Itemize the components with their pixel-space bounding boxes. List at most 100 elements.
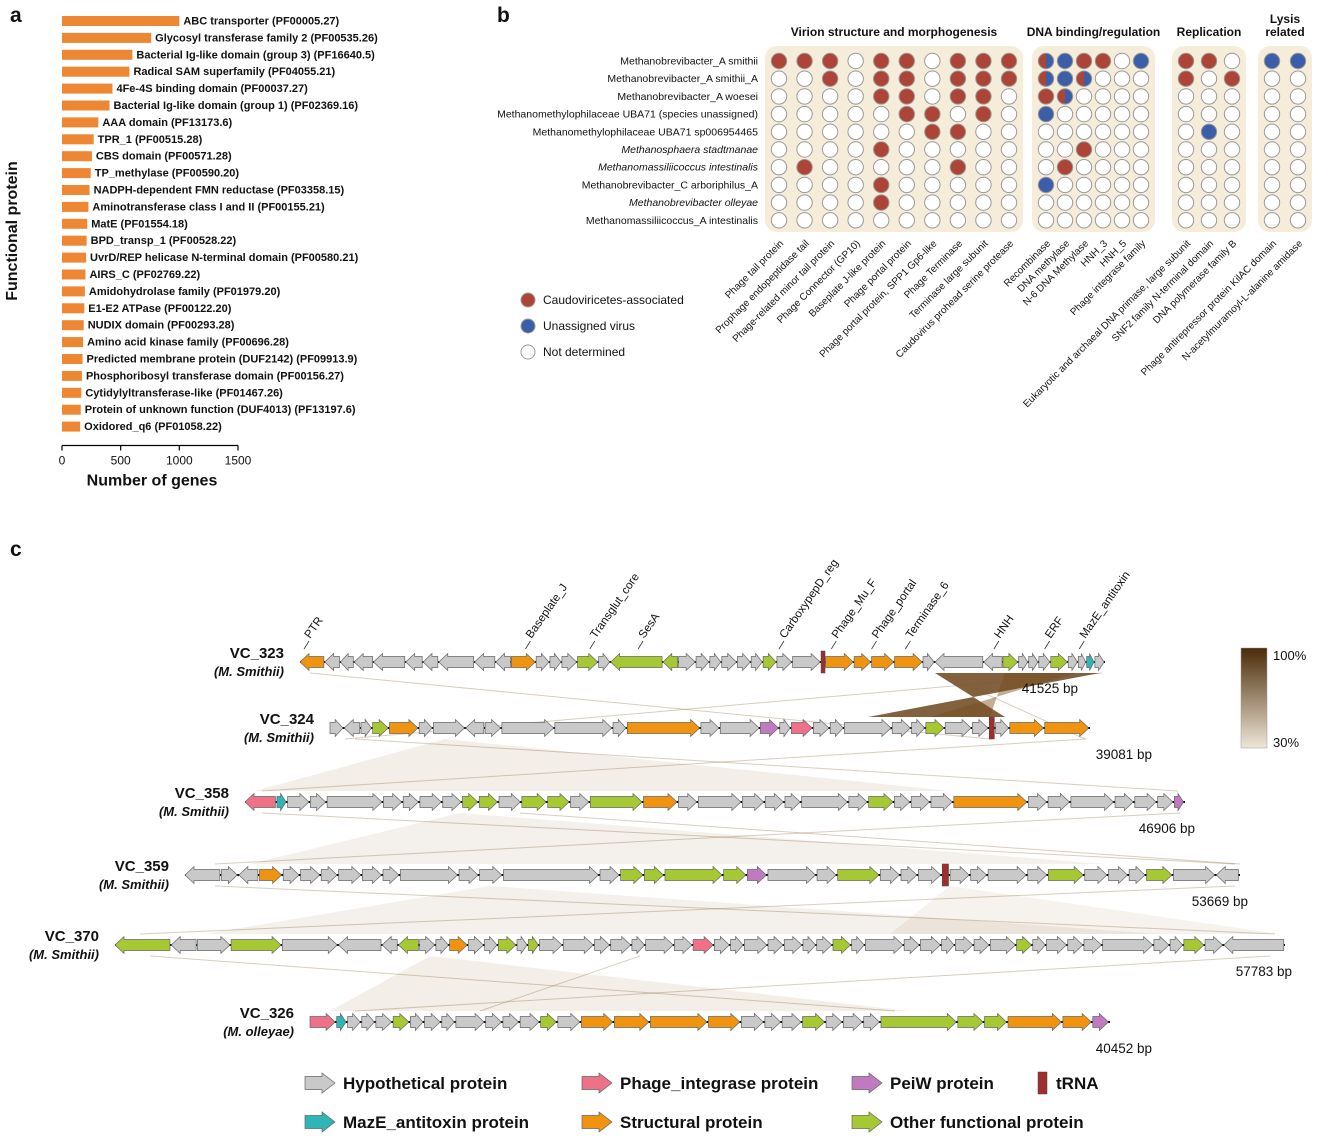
bar-label: AIRS_C (PF02769.22) [89,269,200,281]
gene-arrow [664,865,723,885]
matrix-dot [1263,123,1281,141]
gene-arrow [1009,718,1044,738]
matrix-dot [1200,52,1218,70]
gene-arrow [1044,718,1090,738]
gene-arrow [678,652,696,672]
gene-arrow [498,792,521,812]
gene-arrow [362,865,382,885]
gene-arrow [392,1012,410,1032]
gene-arrow [941,935,955,955]
matrix-dot [1177,194,1195,211]
gene-arrow [375,1012,393,1032]
bar-label: Amidohydrolase family (PF01979.20) [89,286,281,298]
matrix-dot [796,70,813,87]
matrix-dot [873,70,890,87]
gene-arrow [1215,865,1239,885]
gene-arrow [361,1012,375,1032]
gene-arrow [837,865,880,885]
matrix-dot [821,176,839,194]
matrix-dot [1263,212,1281,229]
gene-arrow [281,935,338,955]
identity-scale [1240,647,1268,749]
gene-arrow [1084,865,1108,885]
annotation-leader [830,640,837,650]
matrix-dot [1094,123,1112,141]
panel-b-dot-matrix: Virion structure and morphogenesisPhage … [497,12,1312,410]
panel-a-label: a [10,4,22,27]
gene-arrow [589,792,643,812]
bar [62,421,81,432]
species-label: Methanobrevibacter olleyae [629,197,758,209]
bar-label: Oxidored_q6 (PF01058.22) [84,421,222,433]
gene-arrow [400,865,458,885]
gene-arrow [1157,792,1174,812]
matrix-dot [1132,141,1150,158]
matrix-dot [1056,212,1074,229]
matrix-dot [1000,159,1018,176]
gene-arrow [700,718,720,738]
matrix-dot [1263,194,1281,211]
bar [62,269,86,280]
matrix-dot [821,70,839,87]
matrix-dot [949,52,967,70]
gene-arrow [1083,935,1102,955]
gene-arrow [1173,865,1216,885]
gene-arrow [678,792,698,812]
matrix-dot [924,88,941,105]
gene-arrow [674,935,693,955]
gene-arrow [610,935,632,955]
matrix-dot [1177,88,1195,105]
gene-annotation: SesA [637,611,663,641]
gene-arrow [1062,1012,1092,1032]
gene-arrow [825,652,854,672]
gene-arrow [1146,865,1173,885]
gene-arrow [547,792,570,812]
contig-host-label: (M. Smithii) [29,947,99,962]
matrix-dot [975,88,992,105]
bar [62,100,110,111]
matrix-dot [898,159,915,176]
matrix-dot [1094,159,1112,176]
gene-arrow [643,792,678,812]
group-header: related [1265,25,1304,39]
gene-arrow [742,792,765,812]
matrix-dot [1113,194,1131,211]
matrix-dot [1289,70,1307,87]
matrix-dot-half [1057,88,1065,105]
matrix-dot [1000,88,1018,105]
bar [62,49,133,60]
matrix-dot-half [1046,53,1054,69]
matrix-dot [770,123,788,141]
gene-arrow [309,1012,336,1032]
matrix-dot [898,70,915,87]
gene-arrow [570,792,590,812]
gene-arrow [1018,652,1029,672]
gene-arrow [372,718,389,738]
bar-label: Cytidylyltransferase-like (PF01467.26) [85,387,283,399]
gene-arrow [983,652,1003,672]
matrix-dot [873,194,890,211]
matrix-dot [1113,105,1131,123]
legend-item-label: Other functional protein [890,1113,1084,1132]
bar-label: Radical SAM superfamily (PF04055.21) [133,66,335,78]
bar [62,66,130,77]
synteny-ribbon [868,673,1100,717]
bar [62,151,92,162]
matrix-dot [1289,88,1307,105]
matrix-dot [1113,212,1131,229]
group-header: DNA binding/regulation [1027,25,1161,39]
matrix-dot [949,141,967,158]
gene-arrow [880,865,900,885]
panel-a-bar-chart: ABC transporter (PF00005.27)Glycosyl tra… [4,16,378,490]
species-label: Methanomassiliicoccus_A intestinalis [586,215,758,227]
gene-arrow [930,792,953,812]
gene-arrow [910,792,930,812]
gene-arrow [692,935,714,955]
bar-label: Amino acid kinase family (PF00696.28) [87,337,289,349]
matrix-dot [1094,194,1112,211]
bar-label: Protein of unknown function (DUF4013) (P… [85,404,356,416]
bar-label: Bacterial Ig-like domain (group 1) (PF02… [114,100,359,112]
gene-arrow [557,1012,581,1032]
gene-arrow [347,1012,361,1032]
gene-arrow [419,935,436,955]
